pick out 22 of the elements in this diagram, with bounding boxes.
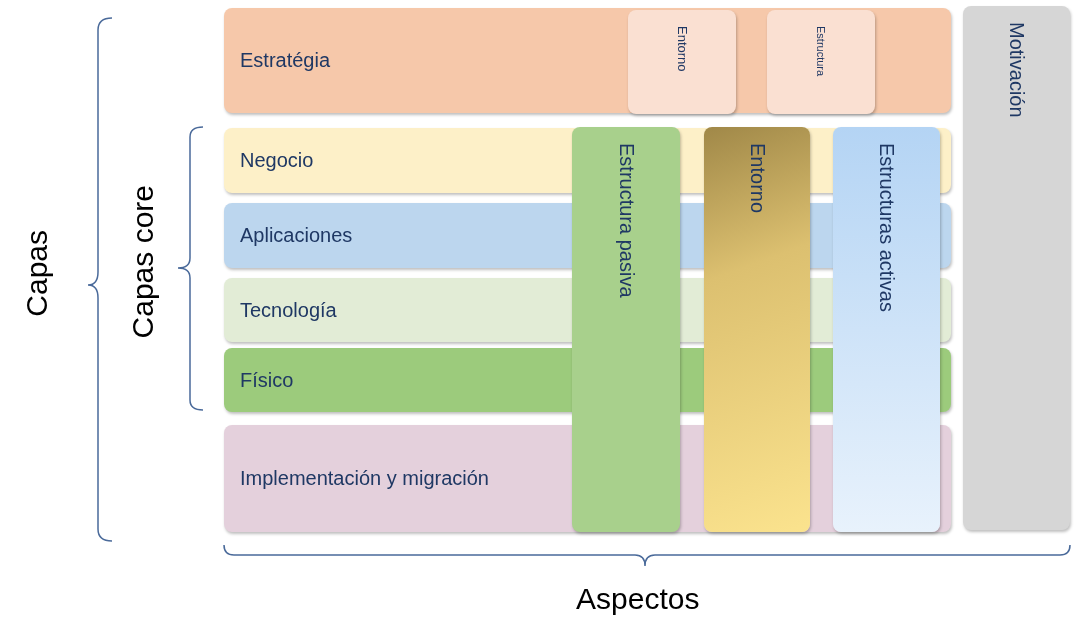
aspect-tab — [767, 10, 875, 114]
layer-label: Estructura pasiva — [614, 143, 638, 298]
layer-label: Tecnología — [240, 298, 337, 322]
layer-label: Estructuras activas — [875, 143, 898, 312]
layer-band — [224, 8, 951, 113]
layer-label: Entorno — [674, 26, 690, 72]
aspect-column — [963, 6, 1070, 530]
axis-label: Capas — [20, 230, 54, 317]
layer-label: Estructura — [815, 26, 827, 77]
axis-label: Aspectos — [576, 582, 700, 616]
layer-label: Estratégia — [240, 49, 331, 72]
layer-label: Entorno — [745, 143, 769, 214]
layer-label: Aplicaciones — [240, 224, 353, 247]
axis-label: Capas core — [126, 185, 160, 339]
aspect-column — [572, 127, 680, 532]
layer-label: Físico — [240, 368, 294, 392]
aspect-tab — [628, 10, 736, 114]
aspect-column — [704, 127, 810, 532]
layer-label: Negocio — [240, 149, 314, 172]
layer-label: Motivación — [1005, 22, 1028, 118]
aspect-column — [833, 127, 940, 532]
layer-label: Implementación y migración — [240, 467, 489, 490]
